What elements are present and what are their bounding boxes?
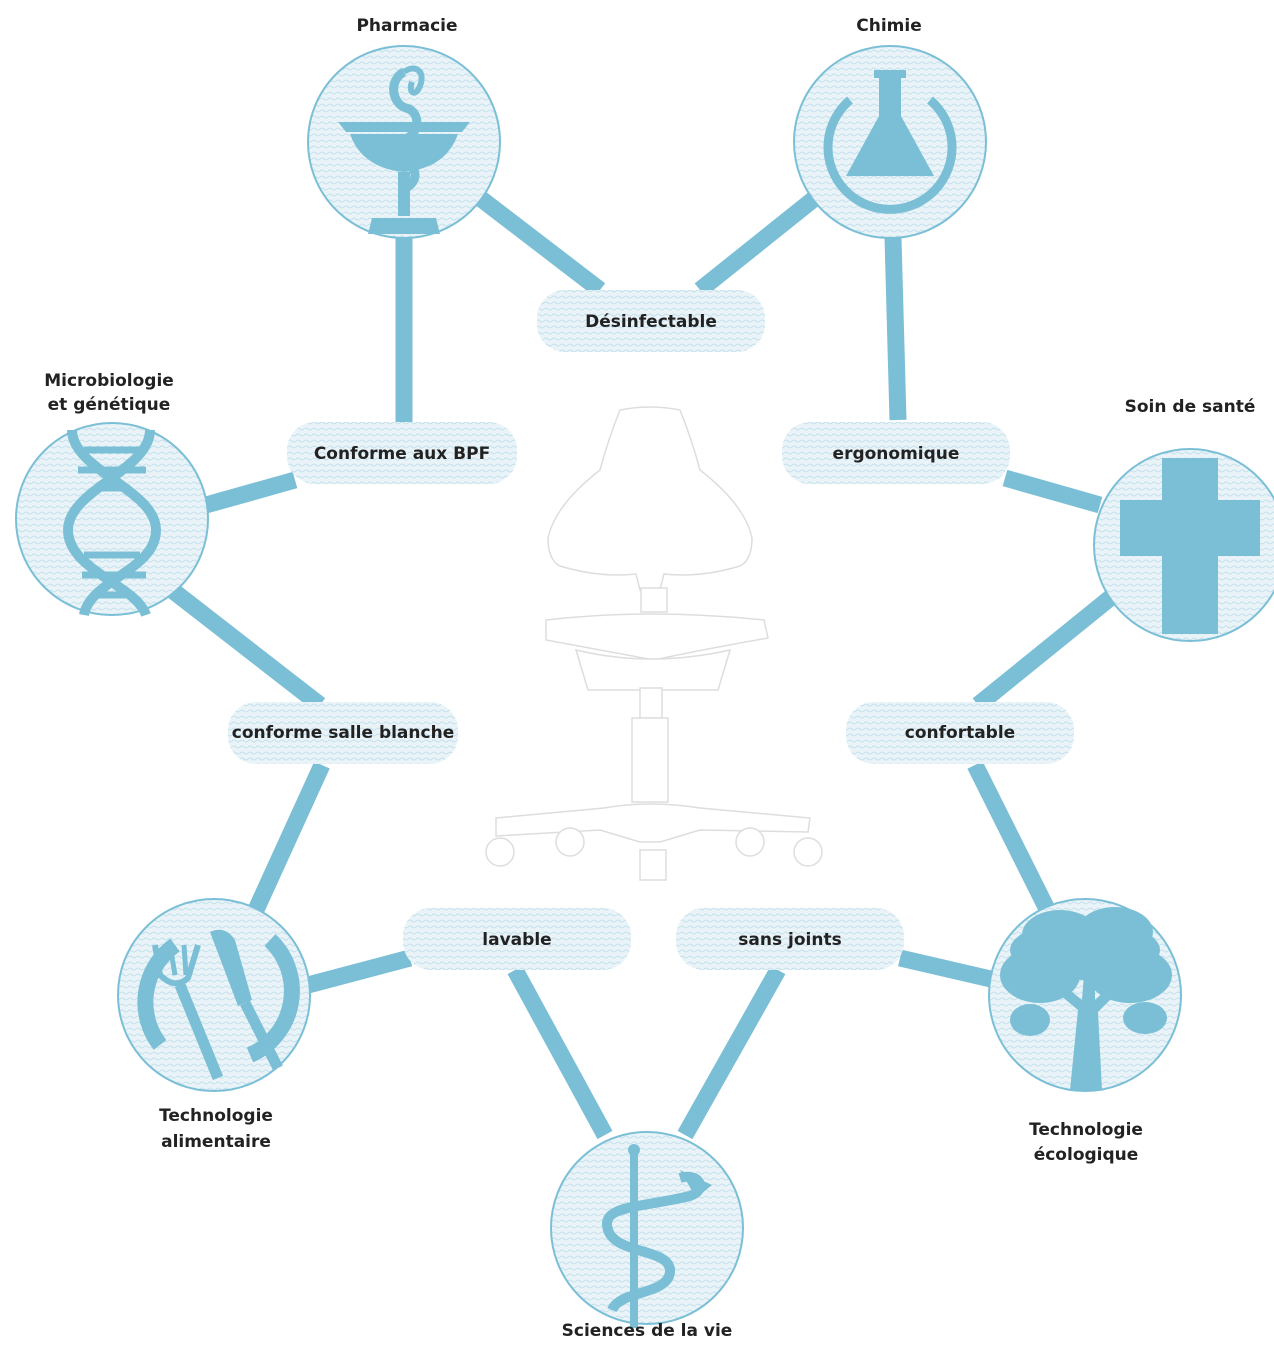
tree-icon: [1000, 907, 1172, 1090]
pill-sans-joints: sans joints: [676, 908, 904, 970]
pill-lavable: lavable: [403, 908, 631, 970]
connector-lines: [166, 191, 1126, 1140]
label-alimentaire-line1: Technologie: [159, 1106, 273, 1126]
connector-sansjoints-ecologique: [898, 949, 997, 989]
pill-bpf: Conforme aux BPF: [287, 422, 517, 484]
erlenmeyer-flask-icon: [823, 70, 957, 214]
label-alimentaire-line2: alimentaire: [161, 1132, 271, 1152]
caduceus-snake-icon: [602, 1144, 712, 1328]
pill-salle-blanche-label: conforme salle blanche: [232, 723, 454, 743]
pill-desinfectable: Désinfectable: [537, 290, 765, 352]
pill-sans-joints-label: sans joints: [738, 930, 841, 950]
pill-salle-blanche: conforme salle blanche: [228, 702, 458, 764]
bowl-of-hygieia-icon: [338, 65, 470, 234]
pill-desinfectable-label: Désinfectable: [585, 312, 717, 332]
label-ecologique-line1: Technologie: [1029, 1120, 1143, 1140]
microbiologie-node: [15, 422, 209, 616]
dna-icon: [62, 429, 162, 618]
connector-confortable-ecologique: [967, 761, 1058, 919]
label-sciences: Sciences de la vie: [562, 1321, 733, 1341]
label-chimie: Chimie: [856, 16, 921, 36]
connector-microbiologie-bpf: [203, 471, 298, 514]
connector-chimie-desinfectable: [694, 191, 821, 297]
fork-knife-plate-icon: [137, 929, 300, 1081]
medical-cross-icon: [1120, 458, 1260, 634]
connector-salleblanche-alimentaire: [247, 761, 330, 916]
property-pills: Désinfectable Conforme aux BPF ergonomiq…: [228, 290, 1074, 970]
connector-sansjoints-sciences: [677, 965, 786, 1140]
label-ecologique-line2: écologique: [1034, 1145, 1139, 1165]
connector-microbiologie-salleblanche: [166, 583, 326, 712]
lab-chair-icon: [485, 406, 823, 881]
label-soin: Soin de santé: [1125, 397, 1256, 417]
label-pharmacie: Pharmacie: [356, 16, 457, 36]
pill-confortable-label: confortable: [905, 723, 1015, 743]
connector-chimie-ergonomique: [884, 237, 907, 421]
pill-bpf-label: Conforme aux BPF: [314, 444, 490, 464]
connector-soin-ergonomique: [1002, 469, 1103, 514]
pill-lavable-label: lavable: [482, 930, 551, 950]
connector-lavable-sciences: [507, 965, 613, 1140]
connector-pharmacie-desinfectable: [474, 191, 606, 297]
connector-soin-confortable: [972, 583, 1126, 712]
category-labels: Pharmacie Chimie Microbiologie et généti…: [44, 16, 1255, 1341]
pill-confortable: confortable: [846, 702, 1074, 764]
pill-ergonomique: ergonomique: [782, 422, 1010, 484]
label-microbiologie-line1: Microbiologie: [44, 371, 174, 391]
label-microbiologie-line2: et génétique: [48, 395, 171, 415]
pill-ergonomique-label: ergonomique: [833, 444, 960, 464]
connector-alimentaire-lavable: [305, 949, 413, 994]
